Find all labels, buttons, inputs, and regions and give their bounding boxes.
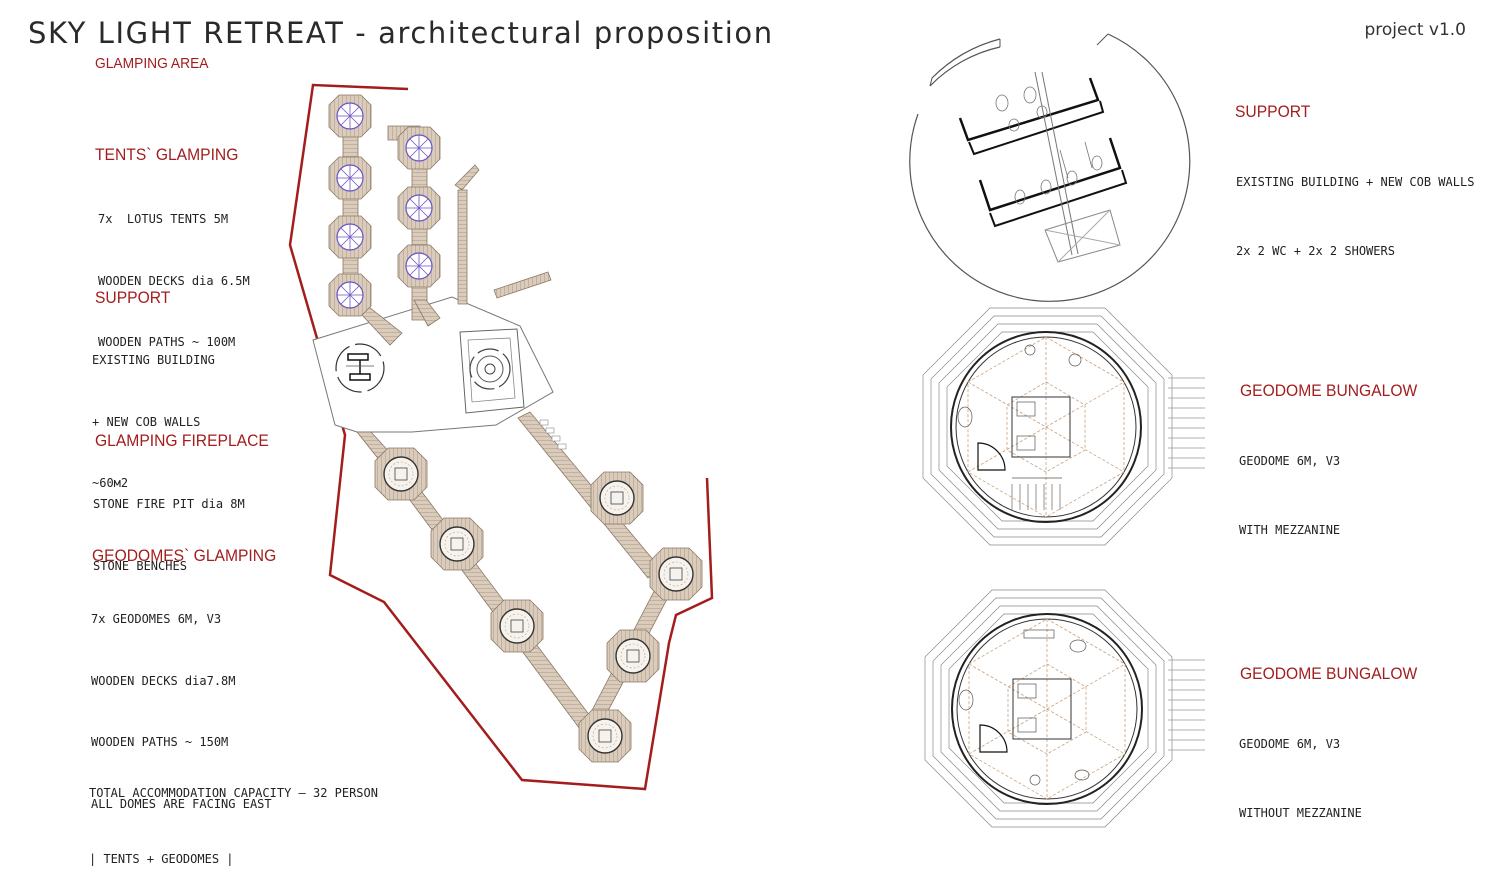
tent-deck (397, 186, 441, 230)
fireplace-details: STONE FIRE PIT dia 8M STONE BENCHES (93, 453, 245, 597)
capacity-line: | TENTS + GEODOMES | (89, 852, 234, 866)
geodome-deck (374, 447, 428, 501)
support-building-plan (909, 33, 1191, 302)
project-version: project v1.0 (1364, 20, 1466, 40)
site-boundary-left (288, 83, 714, 791)
geodome-decks (374, 447, 703, 763)
fireplace-heading: GLAMPING FIREPLACE (95, 431, 269, 450)
right-support-heading: SUPPORT (1235, 102, 1311, 121)
tent-deck (397, 126, 441, 170)
tents-details: 7x LOTUS TENTS 5M WOODEN DECKS dia 6.5M … (98, 168, 250, 373)
tent-deck (397, 244, 441, 288)
fireplace-line: STONE FIRE PIT dia 8M (93, 497, 245, 511)
geodome-deck (649, 547, 703, 601)
tent-decks (328, 94, 441, 317)
geodome-deck (490, 599, 544, 653)
glamping-area-label: GLAMPING AREA (95, 55, 209, 72)
bungalow1-heading: GEODOME BUNGALOW (1240, 381, 1418, 400)
tent-deck (328, 215, 372, 259)
page-title: SKY LIGHT RETREAT - architectural propos… (28, 16, 774, 50)
support-heading: SUPPORT (95, 288, 171, 307)
bungalow2-details: GEODOME 6M, V3 WITHOUT MEZZANINE (1239, 687, 1362, 848)
bungalow2-line: WITHOUT MEZZANINE (1239, 806, 1362, 820)
bungalow1-line: GEODOME 6M, V3 (1239, 454, 1341, 468)
geodomes-heading: GEODOMES` GLAMPING (92, 546, 277, 565)
tents-line: WOODEN PATHS ~ 100M (98, 335, 236, 349)
support-details: EXISTING BUILDING + NEW COB WALLS ~60м2 (92, 309, 215, 514)
support-line: ~60м2 (92, 476, 129, 490)
support-line: + NEW COB WALLS (92, 414, 201, 429)
tent-deck (328, 94, 372, 138)
geodome-bungalow-mezzanine-plan (922, 307, 1205, 546)
geodome-deck (606, 629, 660, 683)
fireplace-line: STONE BENCHES (93, 558, 187, 573)
right-support-line: 2x 2 WC + 2x 2 SHOWERS (1236, 244, 1395, 258)
geodome-bungalow-no-mezzanine-plan (924, 589, 1205, 828)
tents-line: 7x LOTUS TENTS 5M (98, 212, 229, 226)
tent-deck (328, 273, 372, 317)
support-building-icon (335, 343, 385, 393)
geodomes-line: ALL DOMES ARE FACING EAST (91, 796, 272, 811)
geodome-deck (590, 471, 644, 525)
tent-deck (328, 156, 372, 200)
tents-heading: TENTS` GLAMPING (95, 145, 239, 164)
geodome-deck (430, 517, 484, 571)
geodomes-line: WOODEN PATHS ~ 150M (91, 735, 229, 749)
right-support-line: EXISTING BUILDING + NEW COB WALLS (1236, 175, 1475, 189)
architectural-drawings (288, 33, 1205, 828)
support-line: EXISTING BUILDING (92, 353, 215, 367)
capacity-line: TOTAL ACCOMMODATION CAPACITY — 32 PERSON (89, 786, 378, 800)
geodomes-details: 7x GEODOMES 6M, V3 WOODEN DECKS dia7.8M … (91, 568, 272, 835)
tents-line: WOODEN DECKS dia 6.5M (98, 273, 250, 288)
bungalow1-details: GEODOME 6M, V3 WITH MEZZANINE (1239, 404, 1340, 565)
bungalow2-line: GEODOME 6M, V3 (1239, 737, 1341, 751)
geodomes-line: 7x GEODOMES 6M, V3 (91, 612, 222, 626)
fireplace-platform (459, 328, 525, 414)
bungalow2-heading: GEODOME BUNGALOW (1240, 664, 1418, 683)
right-support-details: EXISTING BUILDING + NEW COB WALLS 2x 2 W… (1236, 125, 1474, 286)
geodomes-line: WOODEN DECKS dia7.8M (91, 673, 236, 688)
bungalow1-line: WITH MEZZANINE (1239, 523, 1341, 537)
geodome-deck (578, 709, 632, 763)
fireplace-icon (469, 348, 511, 390)
